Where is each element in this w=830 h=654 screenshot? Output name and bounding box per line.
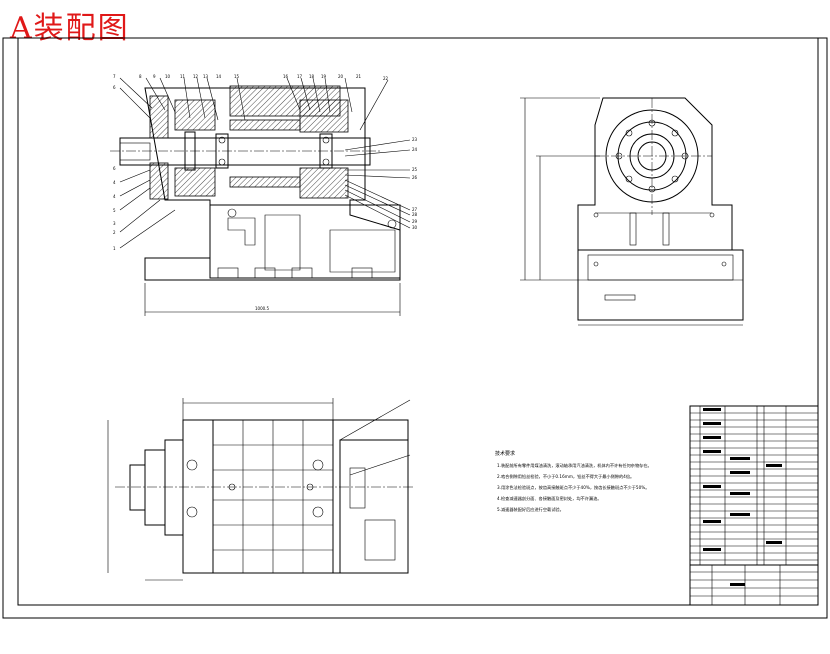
top-view [107,398,415,581]
balloon-right-0: 23 [412,137,418,142]
parts-list-table [689,405,819,606]
balloon-left-4: 3 [113,221,116,226]
balloon-top-right-3: 19 [321,74,327,79]
balloon-left-2: 4 [113,194,116,199]
part-balloons: 7 6 8 9 10 11 12 13 14 15 16 17 18 19 20… [113,74,418,251]
balloon-right-1: 24 [412,147,418,152]
note-line-3: 3.用涂色法检验斑点，按齿高接触斑点不少于40%，按齿长接触斑点不少于50%。 [497,484,649,491]
balloon-right-3: 26 [412,175,418,180]
balloon-top-left-4: 10 [165,74,171,79]
notes-heading: 技术要求 [495,450,515,457]
outer-frame [2,37,828,619]
technical-notes: 技术要求 1.装配前所有零件用煤油清洗，滚动轴承用汽油清洗，机体内不许有任何杂物… [495,450,652,513]
balloon-top-right-6: 22 [383,76,389,81]
balloon-top-left-6: 12 [193,74,199,79]
balloon-left-3: 5 [113,208,116,213]
note-line-1: 1.装配前所有零件用煤油清洗，滚动轴承用汽油清洗，机体内不许有任何杂物存在。 [497,462,652,469]
balloon-right-2: 25 [412,167,418,172]
note-line-4: 4.检查减速器剖分面、各接触面及密封处，均不许漏油。 [497,495,602,502]
balloon-top-left-8: 14 [216,74,222,79]
balloon-top-right-5: 21 [356,74,362,79]
section-view: 1000.5 [110,77,411,316]
balloon-top-left-5: 11 [180,74,186,79]
balloon-top-left-7: 13 [203,74,209,79]
balloon-top-right-2: 18 [309,74,315,79]
balloon-left-0: 6 [113,166,116,171]
side-view [520,97,744,326]
balloon-left-1: 4 [113,180,116,185]
inner-frame [17,37,819,606]
balloon-top-left-9: 15 [234,74,240,79]
balloon-right-6: 29 [412,219,418,224]
balloon-top-left-1: 6 [113,85,116,90]
balloon-right-5: 28 [412,212,418,217]
note-line-5: 5.减速器装配好后应进行空载试验。 [497,506,564,513]
balloon-top-right-1: 17 [297,74,303,79]
balloon-top-left-0: 7 [113,74,116,79]
balloon-right-7: 30 [412,225,418,230]
balloon-top-right-4: 20 [338,74,344,79]
balloon-left-5: 2 [113,230,116,235]
balloon-right-4: 27 [412,207,418,212]
note-line-2: 2.啮合侧隙用铅丝检验，不小于0.16mm，铅丝不得大于最小侧隙的4倍。 [497,473,634,480]
balloon-left-6: 1 [113,246,116,251]
balloon-top-right-0: 16 [283,74,289,79]
balloon-top-left-3: 9 [153,74,156,79]
balloon-top-left-2: 8 [139,74,142,79]
svg-text:1000.5: 1000.5 [255,306,269,311]
